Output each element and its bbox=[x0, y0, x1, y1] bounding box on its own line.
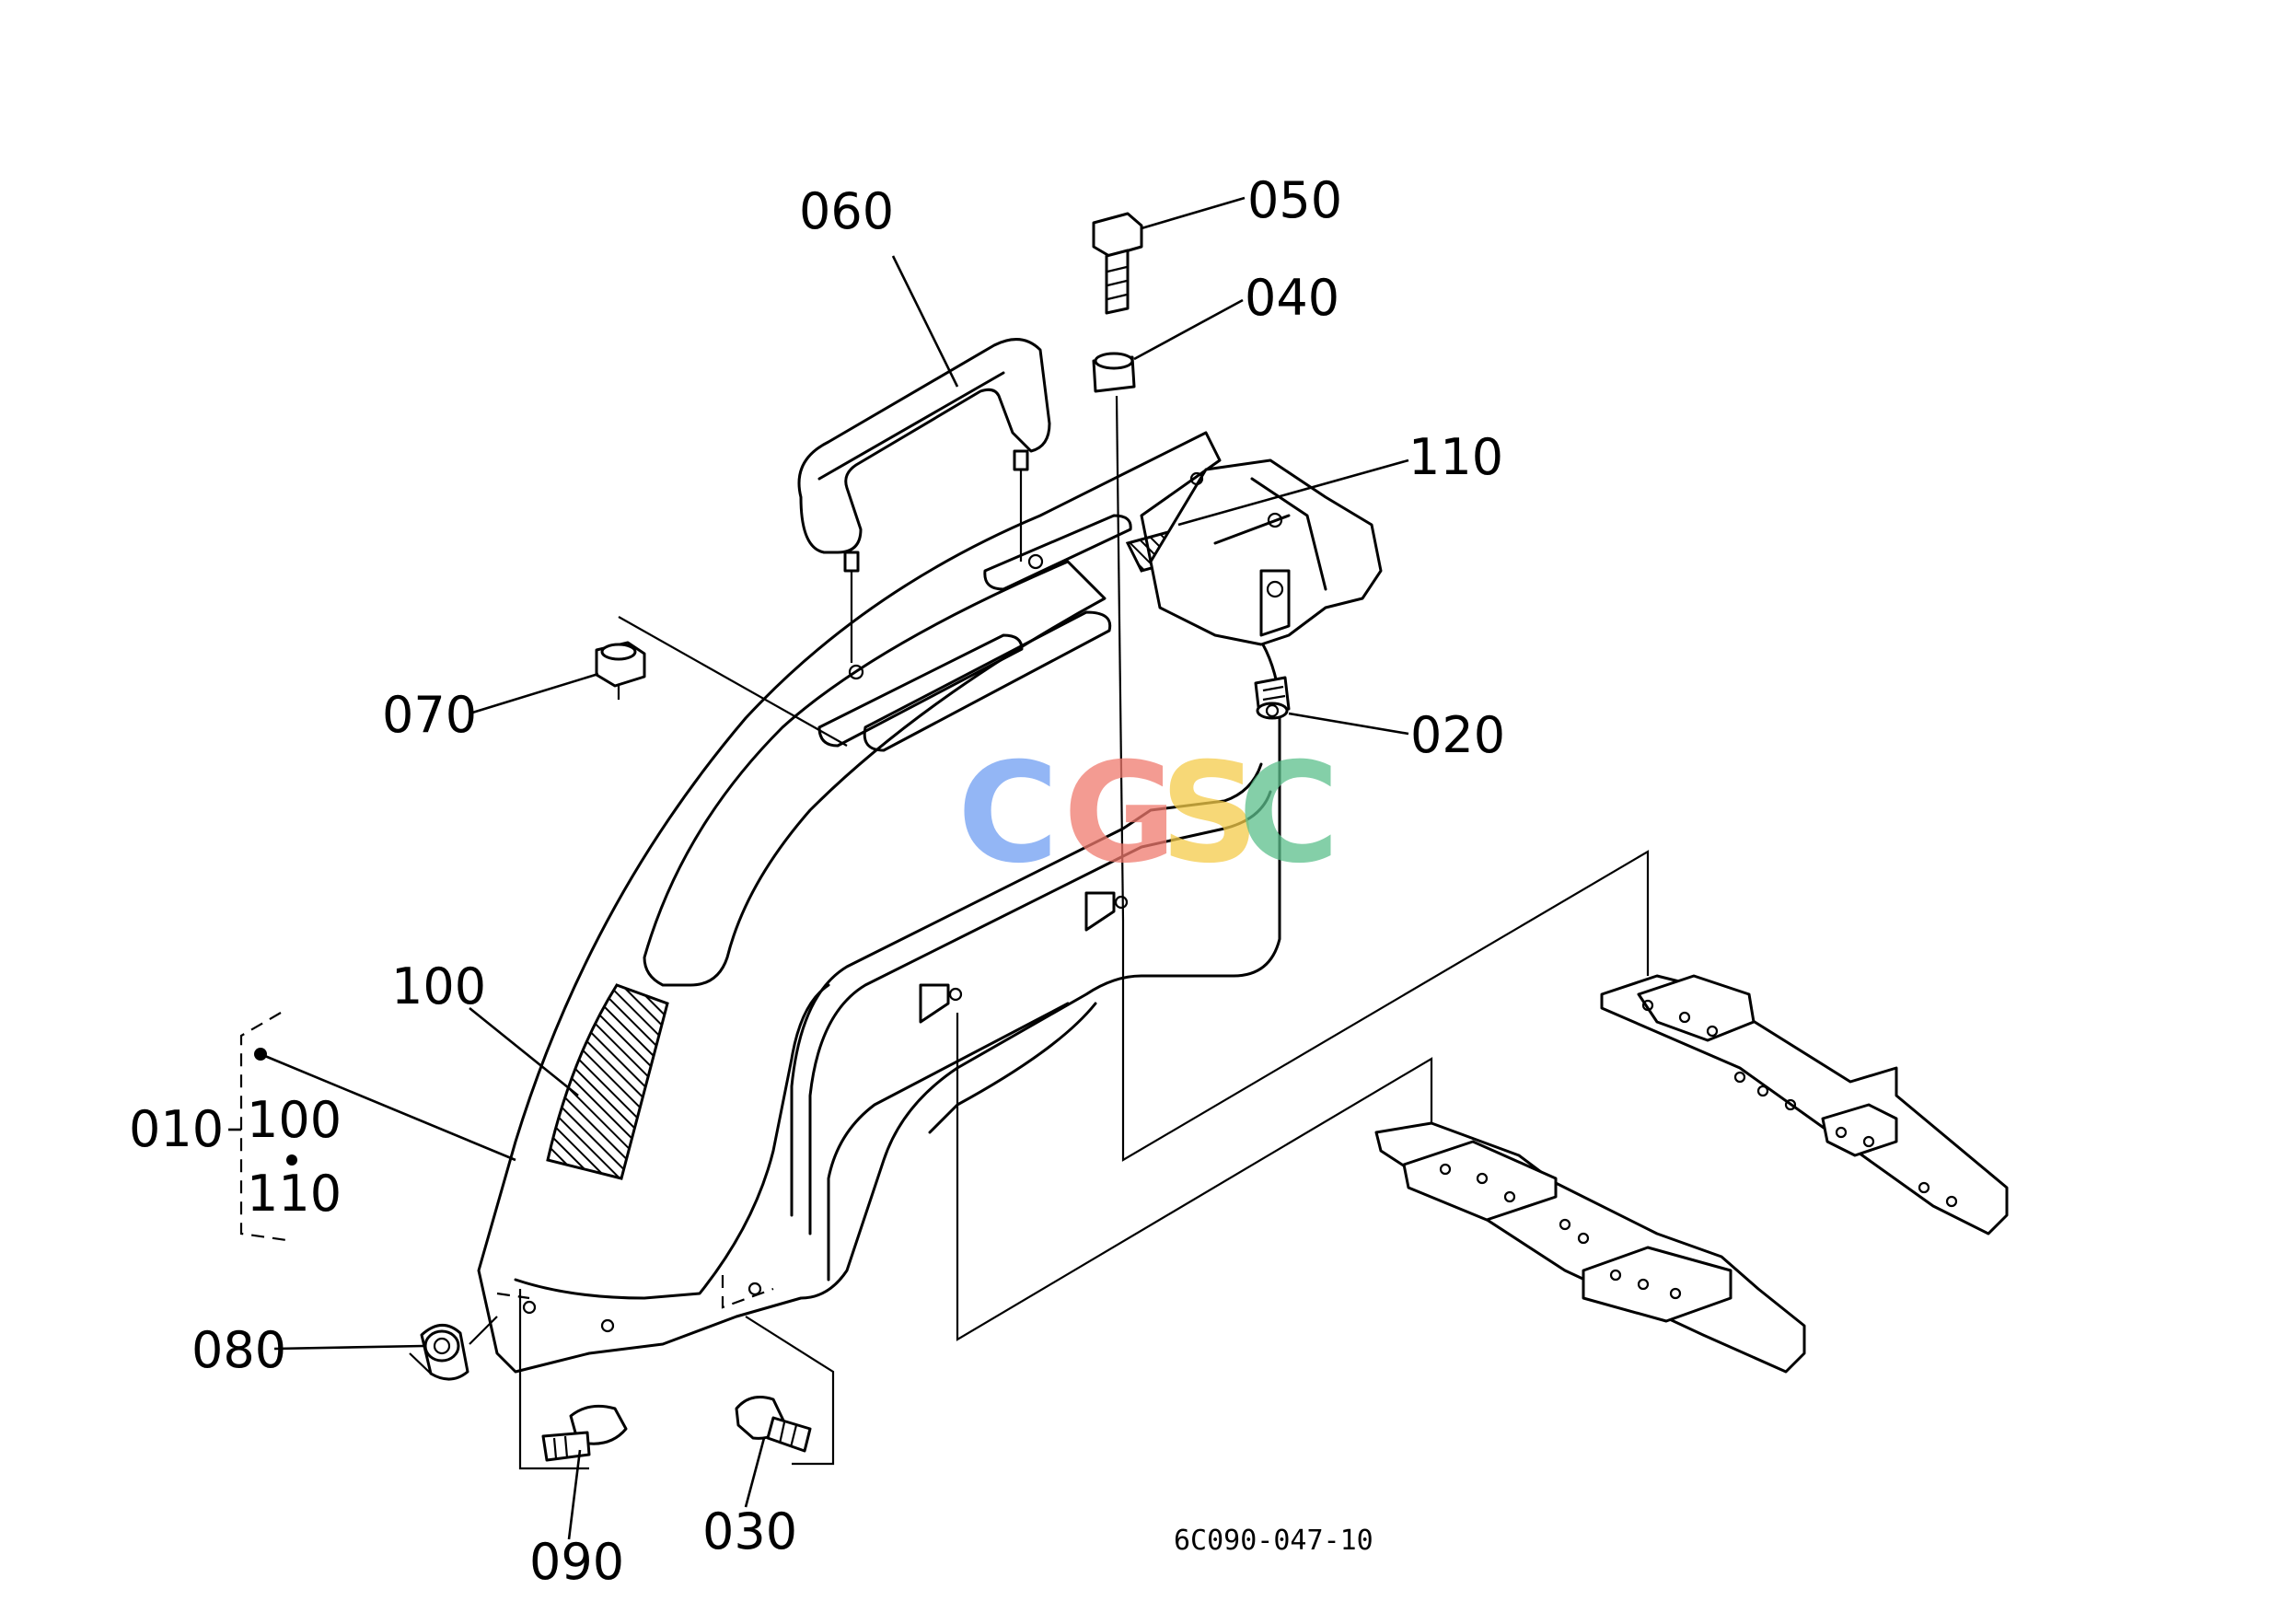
bolt-030 bbox=[735, 1396, 812, 1453]
callout-030: 030 bbox=[702, 1502, 797, 1560]
grommet-020 bbox=[1254, 676, 1291, 720]
grommet-080 bbox=[409, 1324, 469, 1381]
callout-110-group: 110 bbox=[247, 1165, 342, 1223]
cover-head bbox=[1149, 458, 1383, 646]
callout-020: 020 bbox=[1410, 706, 1505, 764]
callout-070: 070 bbox=[382, 686, 477, 744]
bolt-090 bbox=[541, 1404, 628, 1462]
callout-050: 050 bbox=[1247, 171, 1342, 229]
nut-070 bbox=[595, 641, 646, 700]
watermark: C G S C bbox=[957, 734, 1339, 894]
callout-040: 040 bbox=[1245, 269, 1339, 327]
callout-060: 060 bbox=[799, 182, 894, 240]
callout-100-label: 100 bbox=[391, 957, 486, 1015]
mounting-rail-lower bbox=[1374, 1121, 1806, 1374]
callout-110-head: 110 bbox=[1408, 428, 1503, 486]
handle-060 bbox=[797, 338, 1051, 663]
label-plate-100 bbox=[546, 983, 669, 1180]
watermark-letter-s: S bbox=[1160, 734, 1259, 894]
drawing-code: 6C090-047-10 bbox=[1174, 1525, 1373, 1557]
callout-090: 090 bbox=[529, 1533, 624, 1591]
bolt-050 bbox=[1092, 212, 1143, 315]
washer-040 bbox=[1092, 352, 1136, 393]
watermark-letter-c2: C bbox=[1238, 734, 1339, 894]
mounting-rail-upper bbox=[1600, 974, 2009, 1235]
callout-100-group: 100 bbox=[247, 1091, 342, 1149]
group-bracket-010 bbox=[239, 1012, 294, 1243]
callout-010: 010 bbox=[129, 1100, 224, 1158]
callouts: 060 050 040 110 070 020 100 010 100 110 … bbox=[129, 171, 1505, 1591]
watermark-letter-c1: C bbox=[957, 734, 1059, 894]
main-cover bbox=[477, 431, 1281, 1374]
watermark-letter-g: G bbox=[1063, 734, 1176, 894]
callout-080: 080 bbox=[191, 1321, 286, 1379]
